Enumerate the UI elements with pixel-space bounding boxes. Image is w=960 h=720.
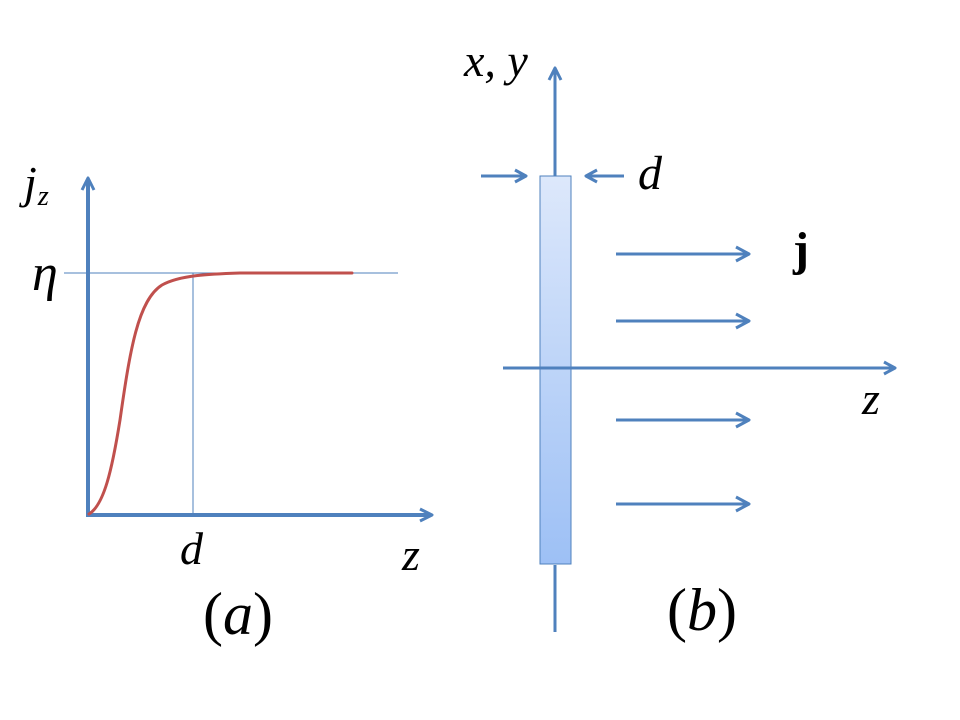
xy-axis-arrow-icon: [547, 66, 563, 176]
panel-b-caption: (b): [667, 580, 737, 640]
current-arrow-3-icon: [616, 411, 751, 429]
xy-axis-label: x, y: [464, 35, 528, 86]
panel-a-caption: (a): [203, 584, 273, 644]
caption-b-open-paren: (: [667, 577, 687, 643]
current-arrow-2-icon: [616, 312, 751, 330]
current-arrow-1-icon: [616, 245, 751, 263]
thickness-arrow-left-icon: [481, 168, 528, 184]
current-j-label: j: [793, 223, 809, 276]
jz-axis-letter: j: [24, 157, 37, 208]
current-arrow-4-icon: [616, 495, 751, 513]
caption-b-close-paren: ): [716, 577, 737, 643]
z-axis-label-b: z: [862, 373, 880, 424]
panel-a-graph: [64, 176, 434, 523]
panel-b-graphics: [481, 66, 897, 632]
jz-axis-subscript: z: [37, 181, 49, 213]
jz-axis-arrow-icon: [80, 176, 96, 517]
d-tick-label: d: [180, 523, 203, 574]
caption-b-letter: b: [686, 577, 717, 643]
current-density-curve: [87, 271, 354, 516]
conducting-slab: [539, 175, 572, 565]
caption-a-letter: a: [222, 581, 253, 647]
thickness-arrow-right-icon: [584, 168, 624, 184]
z-axis-label-a: z: [402, 529, 420, 580]
caption-a-close-paren: ): [252, 581, 273, 647]
thickness-d-label: d: [638, 147, 662, 200]
z-axis-arrow-icon: [86, 507, 434, 523]
eta-label: η: [32, 245, 58, 302]
jz-axis-label: jz: [24, 157, 49, 211]
caption-a-open-paren: (: [203, 581, 223, 647]
